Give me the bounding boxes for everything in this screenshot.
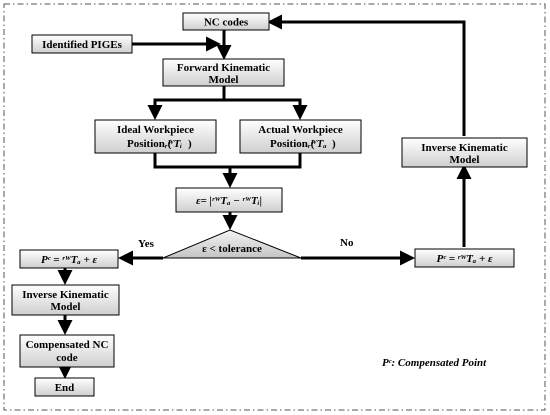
error-equation-label: ε= |ʳᵂTₐ − ʳᵂTᵢ|: [196, 195, 262, 207]
decision-label: ε < tolerance: [202, 243, 262, 255]
node-error-equation: ε= |ʳᵂTₐ − ʳᵂTᵢ|: [175, 187, 283, 213]
actual-line2: Position (: [270, 138, 315, 150]
ideal-math: ᵣᵂTᵢ: [164, 138, 182, 150]
actual-line1: Actual Workpiece: [258, 124, 343, 136]
compensated-line2: code: [56, 352, 78, 364]
pc-left-label: Pᶜ = ʳᵂTₐ + ε: [41, 254, 97, 266]
forward-line2: Model: [209, 74, 239, 86]
inverse-right-line2: Model: [450, 154, 480, 166]
inverse-left-line1: Inverse Kinematic: [22, 289, 109, 301]
forward-line1: Forward Kinematic: [177, 62, 270, 74]
piges-label: Identified PIGEs: [42, 39, 122, 51]
edges: [57, 14, 472, 379]
node-pc-right: Pᶜ = ʳᵂTₐ + ε: [414, 248, 515, 268]
node-inverse-right: Inverse Kinematic Model: [401, 137, 528, 168]
node-compensated-nc: Compensated NC code: [19, 334, 115, 368]
actual-close-paren: ): [332, 138, 336, 150]
node-nc-codes: NC codes: [182, 12, 270, 31]
node-ideal-workpiece: Ideal Workpiece Position ( ᵣᵂTᵢ ): [94, 119, 217, 154]
actual-math: ᵣᵂTₐ: [307, 138, 327, 150]
edge-ideal-to-error: [153, 153, 238, 188]
node-decision: ε < tolerance: [162, 229, 302, 259]
end-label: End: [55, 382, 75, 394]
ideal-close-paren: ): [188, 138, 192, 150]
edge-actual-to-error: [230, 153, 302, 169]
edge-forward-split-right: [224, 98, 308, 120]
yes-label: Yes: [138, 238, 155, 250]
node-inverse-left: Inverse Kinematic Model: [11, 284, 120, 316]
inverse-right-line1: Inverse Kinematic: [421, 142, 508, 154]
edge-inverse-to-nc: [267, 14, 466, 136]
node-forward-kinematic: Forward Kinematic Model: [162, 58, 285, 87]
nc-codes-label: NC codes: [204, 17, 249, 29]
legend-text: Pᶜ: Compensated Point: [382, 357, 487, 369]
ideal-line2: Position (: [127, 138, 172, 150]
node-actual-workpiece: Actual Workpiece Position ( ᵣᵂTₐ ): [239, 119, 362, 154]
inverse-left-line2: Model: [51, 301, 81, 313]
outer-frame: [3, 3, 546, 411]
edge-forward-split: [147, 85, 226, 120]
ideal-line1: Ideal Workpiece: [117, 124, 194, 136]
no-label: No: [340, 237, 354, 249]
node-identified-piges: Identified PIGEs: [31, 34, 133, 54]
node-pc-left: Pᶜ = ʳᵂTₐ + ε: [19, 249, 119, 269]
compensated-line1: Compensated NC: [26, 339, 109, 351]
node-end: End: [34, 377, 95, 397]
pc-right-label: Pᶜ = ʳᵂTₐ + ε: [437, 253, 493, 265]
